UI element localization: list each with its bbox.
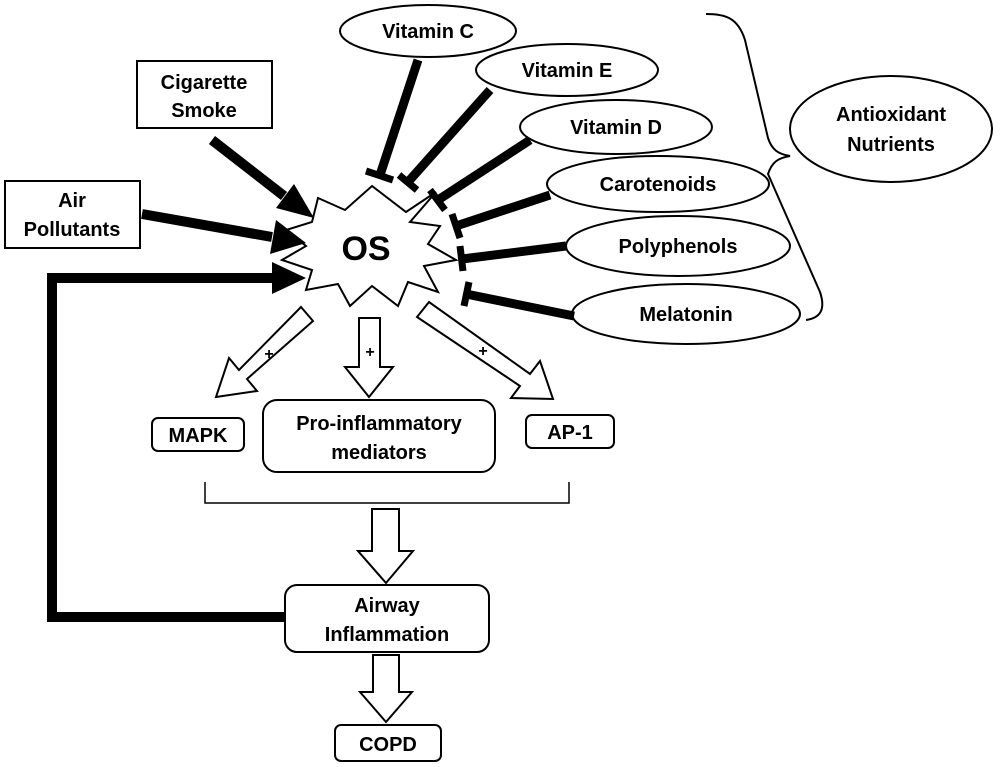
airway-inflammation-node: Airway Inflammation — [284, 584, 490, 653]
vitamin-c-node: Vitamin C — [339, 4, 517, 58]
os-node: OS — [279, 184, 459, 308]
vitamin-c-inhibition — [364, 58, 423, 184]
melatonin-label: Melatonin — [639, 304, 732, 326]
vitamin-d-label: Vitamin D — [570, 117, 662, 139]
cigarette-smoke-label-line1: Cigarette — [161, 72, 248, 94]
os-to-mapk-arrow: + — [214, 305, 315, 399]
targets-bracket — [204, 482, 570, 504]
airway-inflammation-label-line2: Inflammation — [325, 624, 449, 646]
air-pollutants-label-line2: Pollutants — [24, 219, 121, 241]
antioxidant-nutrients-label-line2: Nutrients — [847, 134, 935, 156]
os-to-ap1-plus: + — [478, 343, 487, 360]
vitamin-e-inhibition — [396, 87, 494, 193]
copd-node: COPD — [334, 724, 442, 762]
copd-label: COPD — [359, 734, 417, 756]
cigarette-smoke-label-line2: Smoke — [171, 100, 237, 122]
polyphenols-node: Polyphenols — [565, 215, 791, 277]
nutrients-brace — [705, 13, 824, 321]
os-label: OS — [341, 230, 390, 268]
pro-inflammatory-mediators-label-line1: Pro-inflammatory — [296, 413, 462, 435]
targets-to-airway-arrow — [355, 508, 416, 585]
pro-inflammatory-mediators-node: Pro-inflammatory mediators — [262, 399, 496, 473]
cigarette-smoke-arrow — [208, 136, 314, 218]
air-pollutants-arrow — [141, 209, 306, 254]
antioxidant-nutrients-label-line1: Antioxidant — [836, 104, 946, 126]
os-to-ap1-arrow: + — [415, 300, 555, 401]
pro-inflammatory-mediators-label-line2: mediators — [331, 442, 427, 464]
antioxidant-nutrients-node: Antioxidant Nutrients — [789, 75, 993, 183]
os-to-mediators-arrow: + — [342, 317, 396, 399]
air-pollutants-node: Air Pollutants — [4, 180, 141, 249]
polyphenols-inhibition — [456, 241, 567, 272]
vitamin-e-label: Vitamin E — [522, 60, 613, 82]
vitamin-d-node: Vitamin D — [519, 99, 713, 155]
melatonin-node: Melatonin — [571, 283, 801, 345]
carotenoids-label: Carotenoids — [600, 174, 717, 196]
os-starburst — [279, 184, 459, 308]
vitamin-c-label: Vitamin C — [382, 21, 474, 43]
carotenoids-node: Carotenoids — [546, 155, 770, 213]
airway-inflammation-label-line1: Airway — [354, 595, 420, 617]
ap1-node: AP-1 — [525, 414, 615, 449]
mapk-node: MAPK — [151, 417, 245, 452]
airway-to-copd-arrow — [357, 654, 415, 724]
melatonin-inhibition — [460, 281, 575, 321]
vitamin-d-inhibition — [427, 136, 533, 213]
polyphenols-label: Polyphenols — [619, 236, 738, 258]
ap1-label: AP-1 — [547, 422, 593, 444]
vitamin-e-node: Vitamin E — [475, 43, 659, 97]
feedback-loop-arrow — [47, 262, 306, 622]
os-to-mapk-plus: + — [264, 346, 273, 363]
air-pollutants-label-line1: Air — [58, 190, 86, 212]
mapk-label: MAPK — [169, 425, 228, 447]
os-to-mediators-plus: + — [365, 344, 374, 361]
carotenoids-inhibition — [448, 190, 552, 240]
cigarette-smoke-node: Cigarette Smoke — [136, 60, 273, 129]
